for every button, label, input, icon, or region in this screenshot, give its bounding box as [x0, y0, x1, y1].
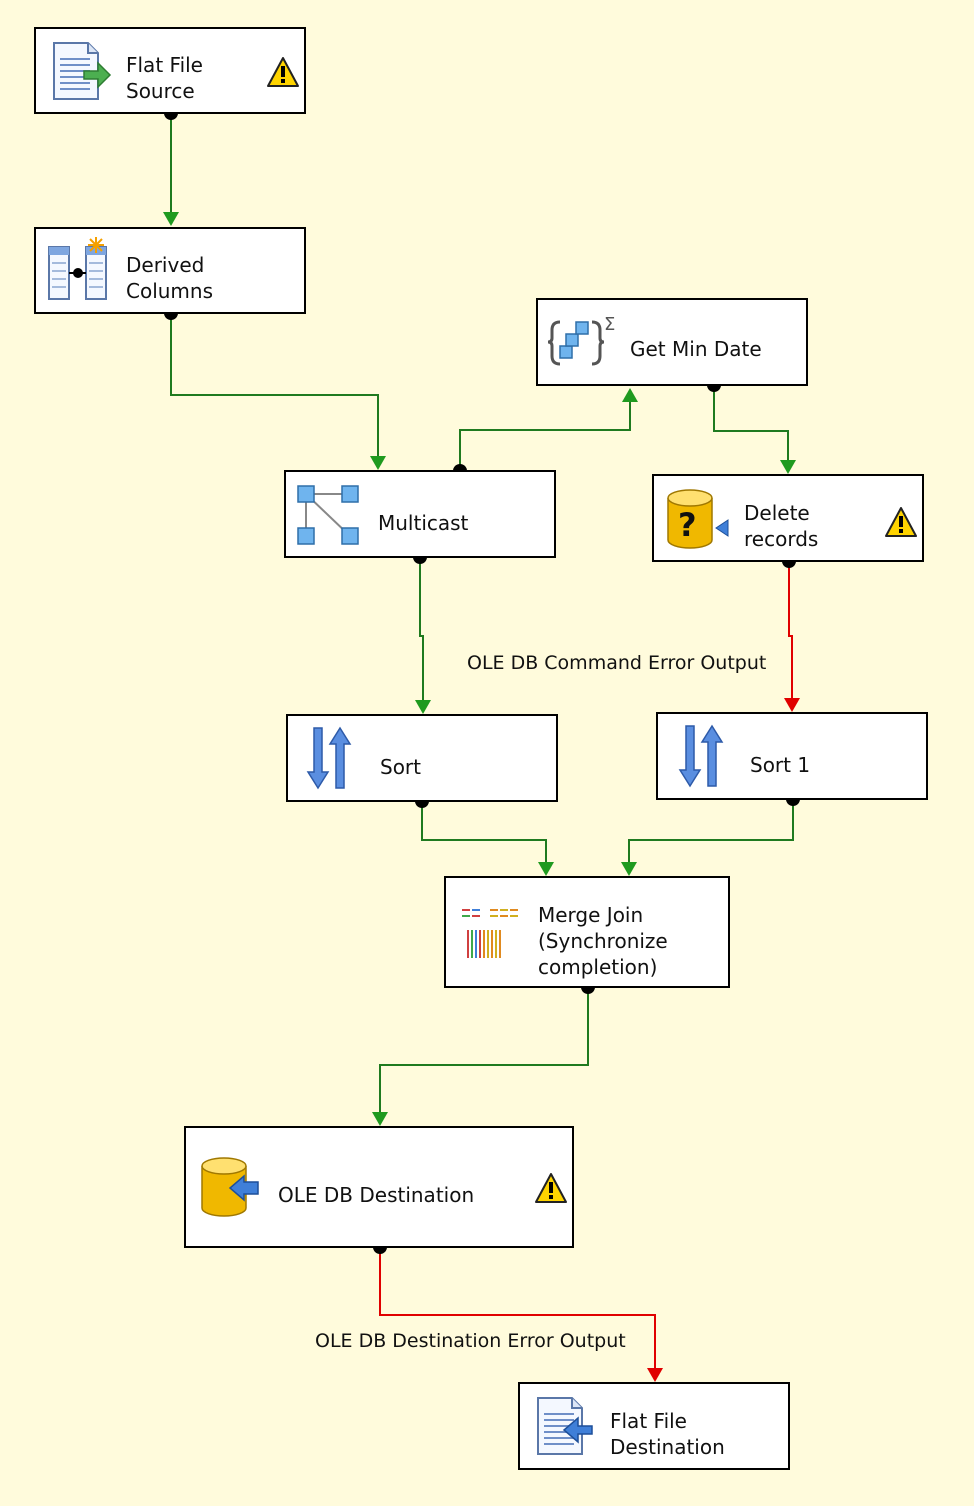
sort-icon — [306, 726, 352, 790]
node-delete-records[interactable]: ? Delete records — [652, 474, 924, 562]
warning-icon[interactable] — [884, 506, 918, 538]
edge-multicast-to-get-min-date[interactable] — [459, 392, 631, 466]
ole-db-command-icon: ? — [667, 489, 729, 549]
edge-derived-columns-to-multicast[interactable] — [170, 318, 379, 468]
edge-merge-join-to-ole-db-destination[interactable] — [379, 992, 589, 1124]
sort-icon — [678, 724, 724, 788]
node-derived-columns[interactable]: Derived Columns — [34, 227, 306, 314]
node-sort[interactable]: Sort — [286, 714, 558, 802]
node-label: OLE DB Destination — [278, 1183, 475, 1207]
flat-file-destination-icon — [537, 1397, 593, 1455]
derived-column-icon — [48, 237, 107, 300]
node-label: Flat File Destination — [610, 1409, 725, 1459]
node-label: Sort 1 — [750, 753, 811, 777]
node-label: Multicast — [378, 511, 469, 535]
ole-db-destination-icon — [201, 1157, 259, 1217]
node-flat-file-source[interactable]: Flat File Source — [34, 27, 306, 114]
edge-label-ole-db-destination-error-output: OLE DB Destination Error Output — [315, 1330, 626, 1352]
node-merge-join[interactable]: Merge Join (Synchronize completion) — [444, 876, 730, 988]
svg-text:Σ: Σ — [604, 314, 615, 335]
node-get-min-date[interactable]: Σ Get Min Date — [536, 298, 808, 386]
node-label: Delete records — [744, 501, 819, 551]
node-sort-1[interactable]: Sort 1 — [656, 712, 928, 800]
node-label: Merge Join (Synchronize completion) — [538, 903, 668, 979]
warning-icon[interactable] — [534, 1172, 568, 1204]
multicast-icon — [297, 485, 359, 545]
node-label: Derived Columns — [126, 253, 214, 303]
edge-sort-1-to-merge-join[interactable] — [628, 804, 794, 874]
node-label: Get Min Date — [630, 337, 762, 361]
edge-ole-db-destination-to-flat-file-destination[interactable] — [379, 1252, 656, 1380]
edge-sort-to-merge-join[interactable] — [421, 806, 547, 874]
aggregate-icon: Σ — [548, 314, 615, 366]
edge-get-min-date-to-delete-records[interactable] — [713, 390, 789, 472]
merge-join-icon — [462, 909, 518, 958]
svg-text:?: ? — [678, 506, 697, 544]
warning-icon[interactable] — [266, 56, 300, 88]
edge-multicast-to-sort[interactable] — [419, 562, 424, 712]
edge-delete-records-to-sort-1[interactable] — [788, 566, 793, 710]
node-ole-db-destination[interactable]: OLE DB Destination — [184, 1126, 574, 1248]
node-multicast[interactable]: Multicast — [284, 470, 556, 558]
edge-label-ole-db-command-error-output: OLE DB Command Error Output — [467, 652, 767, 674]
node-flat-file-destination[interactable]: Flat File Destination — [518, 1382, 790, 1470]
flat-file-source-icon — [53, 42, 112, 100]
node-label: Sort — [380, 755, 421, 779]
node-label: Flat File Source — [126, 53, 203, 103]
